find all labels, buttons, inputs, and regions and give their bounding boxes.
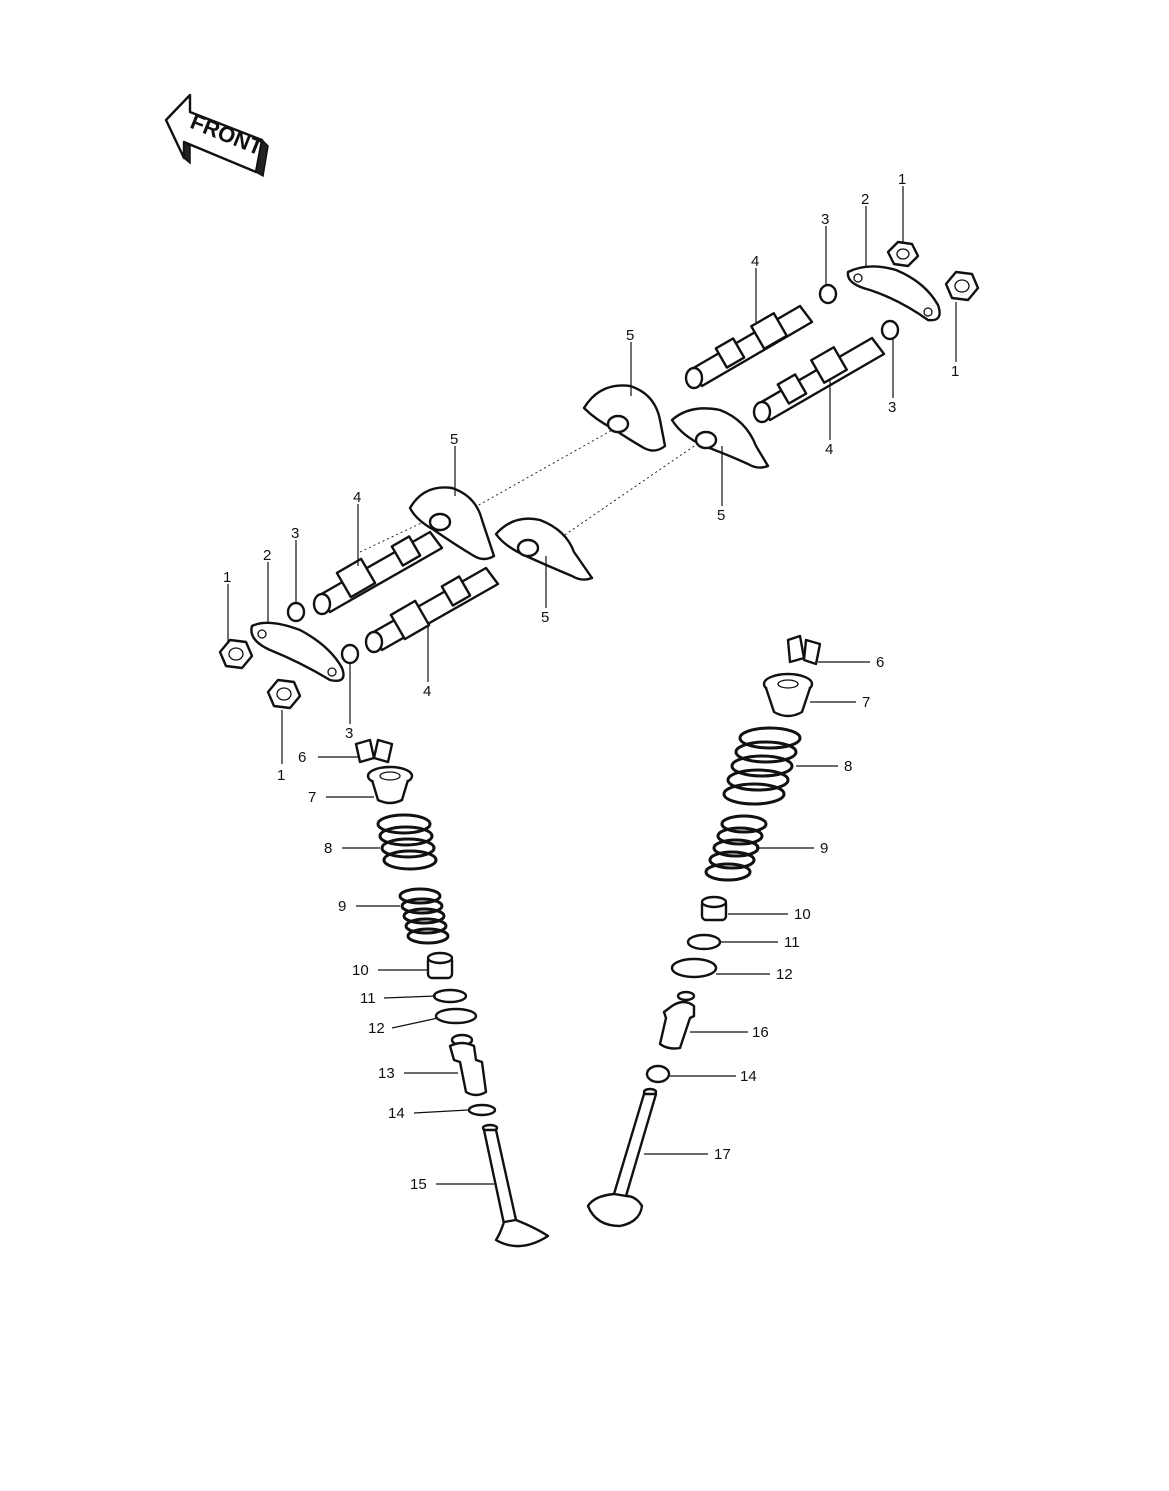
callout-5: 5	[450, 431, 458, 448]
callout-10: 10	[794, 906, 811, 923]
o-ring-top-right-b	[880, 319, 900, 341]
callout-7: 7	[308, 789, 316, 806]
callout-9: 9	[820, 840, 828, 857]
spring-retainer-right	[762, 672, 814, 718]
rocker-arm-mid-a	[582, 384, 667, 452]
callout-4: 4	[353, 489, 361, 506]
nut-top-right-a	[886, 240, 920, 268]
callout-4: 4	[825, 441, 833, 458]
callout-4: 4	[423, 683, 431, 700]
callout-3: 3	[888, 399, 896, 416]
valve-collet-right	[786, 634, 822, 666]
callout-8: 8	[844, 758, 852, 775]
callout-2: 2	[861, 191, 869, 208]
callout-17: 17	[714, 1146, 731, 1163]
callout-1: 1	[223, 569, 231, 586]
front-direction-arrow: FRONT	[164, 93, 269, 178]
inner-valve-spring-left	[398, 887, 450, 945]
callout-12: 12	[776, 966, 793, 983]
callout-1: 1	[277, 767, 285, 784]
o-ring-top-right-a	[818, 283, 838, 305]
valve-guide-left	[448, 1033, 488, 1097]
outer-valve-spring-right	[722, 726, 802, 806]
rocker-shaft-top-right-a	[684, 304, 814, 390]
valve-17-intake	[586, 1087, 658, 1228]
valve-guide-right	[658, 990, 696, 1050]
callout-8: 8	[324, 840, 332, 857]
valve-stem-seal-left	[426, 951, 454, 980]
rocker-arm-mid-b	[670, 407, 770, 469]
callout-1: 1	[898, 171, 906, 188]
valve-15-exhaust	[481, 1123, 550, 1248]
callout-3: 3	[821, 211, 829, 228]
callout-4: 4	[751, 253, 759, 270]
nut-left-a	[218, 638, 254, 670]
callout-11: 11	[360, 990, 376, 1007]
part-callouts: 1 2 3 4 1 3 4 5 5 5 5 4 3 2 1 4 3 1 6 7 …	[223, 171, 959, 1193]
o-ring-14-left	[467, 1103, 497, 1117]
callout-15: 15	[410, 1176, 427, 1193]
spring-seat-inner-left	[432, 988, 468, 1004]
callout-6: 6	[876, 654, 884, 671]
callout-3: 3	[291, 525, 299, 542]
valve-collet-left	[354, 738, 394, 764]
rocker-arm-left-b	[494, 517, 594, 581]
nut-left-b	[266, 678, 302, 710]
callout-14: 14	[740, 1068, 757, 1085]
nut-top-right-b	[944, 270, 980, 302]
shaft-plate-left	[250, 621, 345, 682]
o-ring-14-right	[645, 1064, 671, 1084]
o-ring-left-a	[286, 601, 306, 623]
leader-lines	[227, 186, 957, 1185]
callout-16: 16	[752, 1024, 769, 1041]
callout-1: 1	[951, 363, 959, 380]
rocker-arm-left-a	[408, 486, 496, 561]
rocker-shaft-top-right-b	[752, 336, 886, 424]
callout-2: 2	[263, 547, 271, 564]
callout-10: 10	[352, 962, 369, 979]
callout-7: 7	[862, 694, 870, 711]
spring-retainer-left	[366, 765, 414, 805]
callout-14: 14	[388, 1105, 405, 1122]
shaft-plate-top-right	[846, 265, 941, 322]
callout-11: 11	[784, 934, 800, 951]
callout-6: 6	[298, 749, 306, 766]
spring-seat-outer-right	[670, 957, 718, 979]
callout-5: 5	[717, 507, 725, 524]
o-ring-left-b	[340, 643, 360, 665]
callout-12: 12	[368, 1020, 385, 1037]
spring-seat-inner-right	[686, 933, 722, 951]
valve-stem-seal-right	[700, 895, 728, 922]
inner-valve-spring-right	[704, 814, 768, 882]
callout-5: 5	[626, 327, 634, 344]
outer-valve-spring-left	[376, 813, 438, 871]
spring-seat-outer-left	[434, 1007, 478, 1025]
callout-13: 13	[378, 1065, 395, 1082]
rocker-shaft-left-a	[312, 530, 444, 616]
callout-3: 3	[345, 725, 353, 742]
callout-9: 9	[338, 898, 346, 915]
rocker-shaft-left-b	[364, 566, 500, 654]
callout-5: 5	[541, 609, 549, 626]
